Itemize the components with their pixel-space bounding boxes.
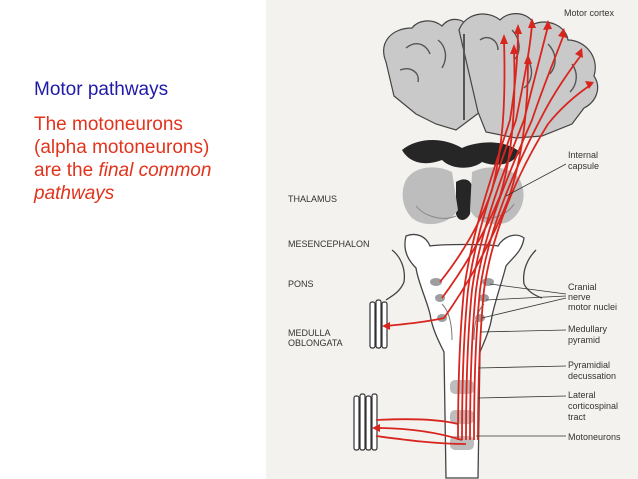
body-line-3: are the final common [34,159,266,182]
label-motor-cortex: Motor cortex [564,8,615,18]
label-motoneurons: Motoneurons [568,432,621,442]
corticospinal-pathways [375,23,593,445]
label-cranial-line-2: nerve [568,292,591,302]
motor-pathway-diagram: THALAMUS MESENCEPHALON PONS MEDULLA OBLO… [266,0,638,479]
label-cranial-line-3: motor nuclei [568,302,617,312]
ventricles [402,139,520,220]
label-medullary-line-2: pyramid [568,335,600,345]
label-internal-capsule-line-2: capsule [568,161,599,171]
slide-text: Motor pathways The motoneurons (alpha mo… [34,78,266,205]
body-line-3-start: are the [34,160,99,181]
body-line-4-emphasis: pathways [34,183,115,204]
body-line-2: (alpha motoneurons) [34,137,210,158]
label-thalamus: THALAMUS [288,194,337,204]
body-line-4: pathways [34,182,266,205]
label-pyramidial-line-2: decussation [568,371,616,381]
label-mesencephalon: MESENCEPHALON [288,239,370,249]
label-medulla-line-2: OBLONGATA [288,338,343,348]
pathway-arrowheads [372,18,594,432]
diagram-svg: THALAMUS MESENCEPHALON PONS MEDULLA OBLO… [266,0,638,479]
label-lateral-line-2: corticospinal [568,401,618,411]
label-medulla-line-1: MEDULLA [288,328,331,338]
label-lateral-line-3: tract [568,412,586,422]
body-line-1: The motoneurons [34,114,183,135]
label-lateral-line-1: Lateral [568,390,596,400]
label-internal-capsule-line-1: Internal [568,150,598,160]
left-labels: THALAMUS MESENCEPHALON PONS MEDULLA OBLO… [288,194,370,348]
right-labels: Motor cortex Internal capsule Cranial ne… [564,8,621,442]
body-line-3-emphasis: final common [98,160,212,181]
label-medullary-line-1: Medullary [568,324,608,334]
muscle-fibers [353,299,388,451]
label-leader-lines [476,163,567,437]
label-cranial-line-1: Cranial [568,282,597,292]
label-pons: PONS [288,279,314,289]
slide-body: The motoneurons (alpha motoneurons) are … [34,113,266,205]
spinal-cord-grey-matter [450,380,474,450]
slide-title: Motor pathways [34,79,169,100]
label-pyramidial-line-1: Pyramidial [568,360,610,370]
